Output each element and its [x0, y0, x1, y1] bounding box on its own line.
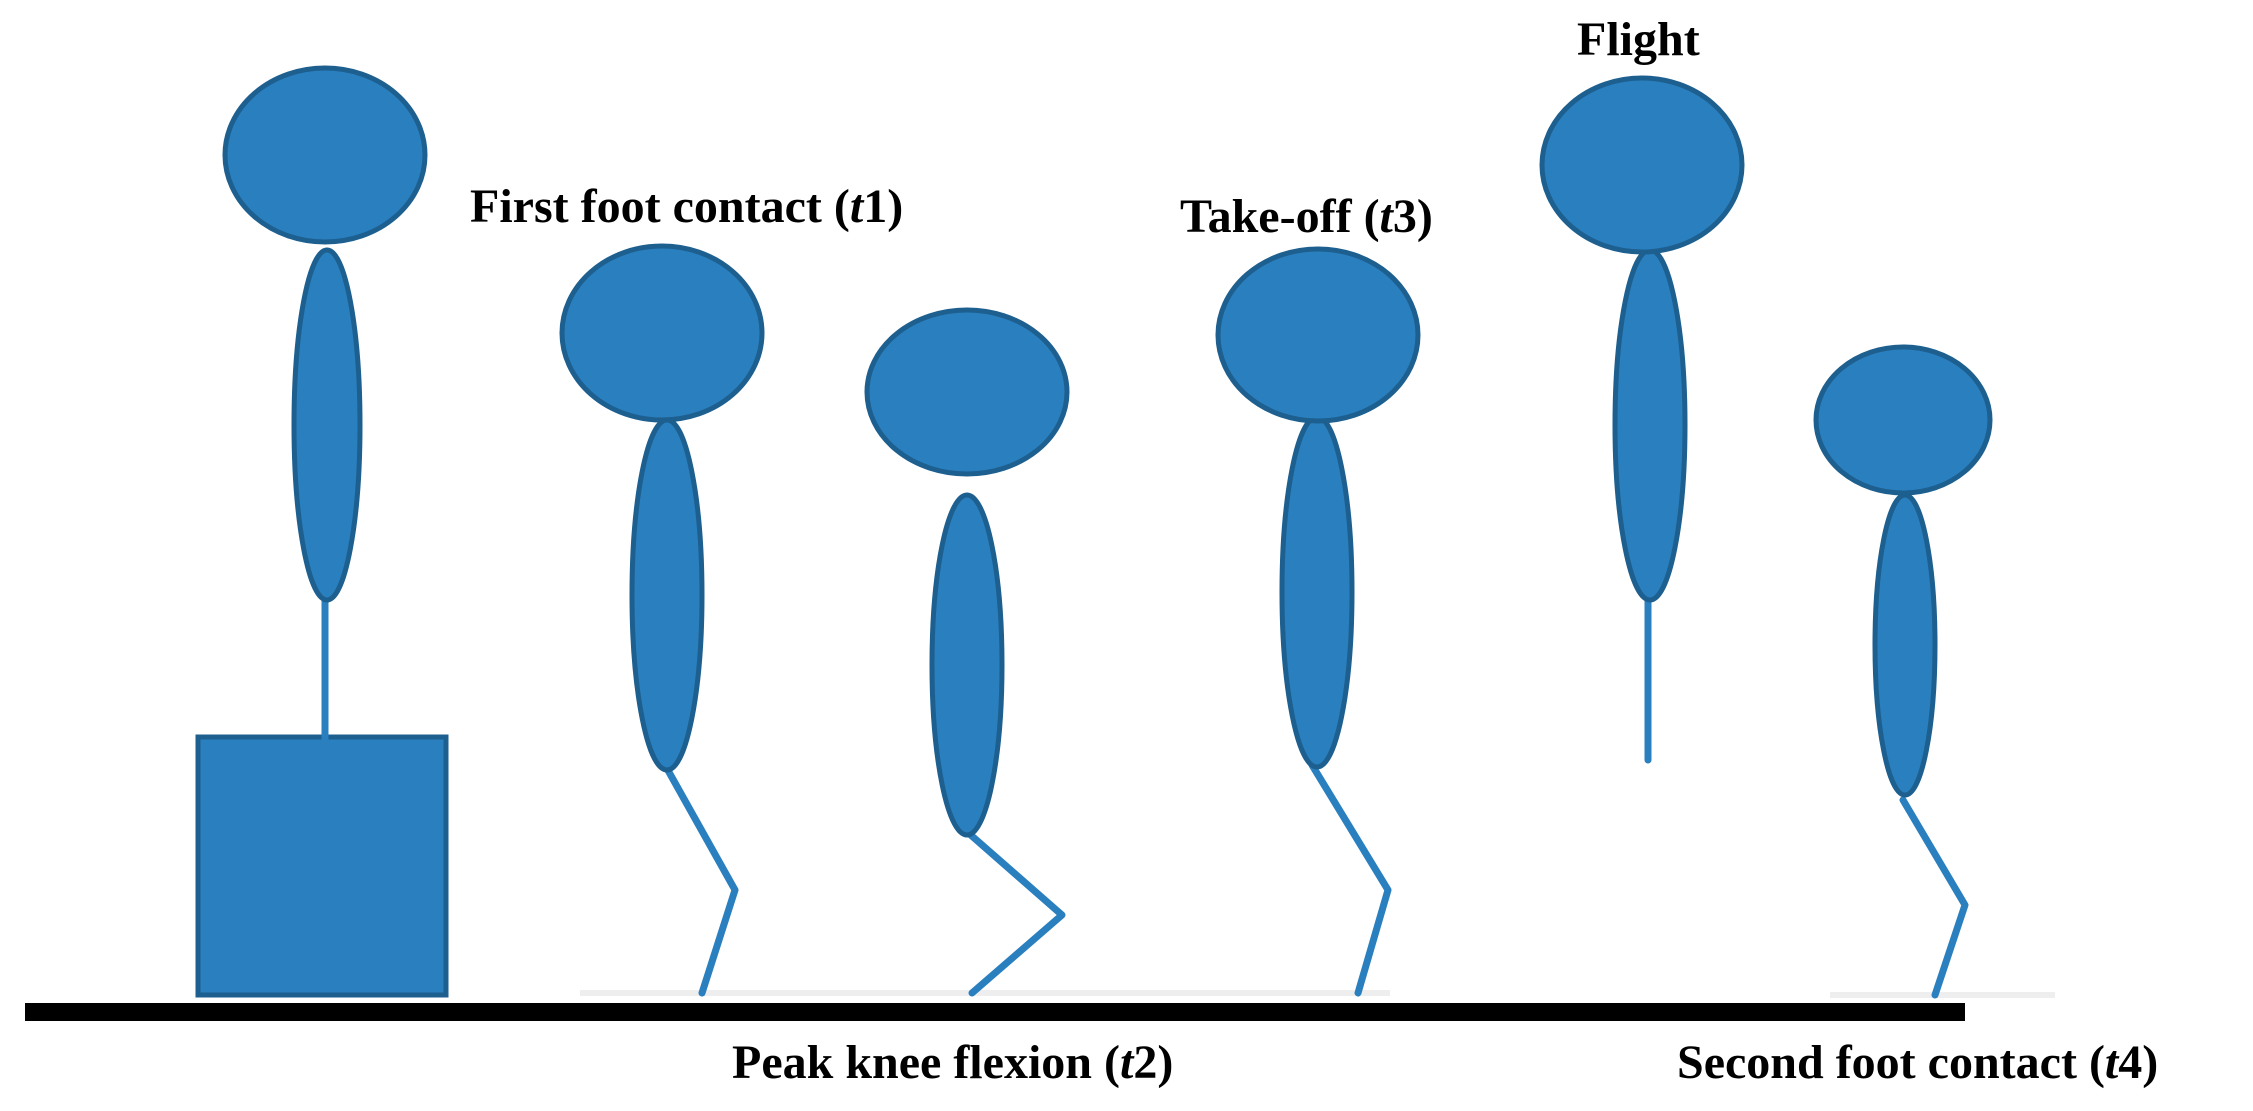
figure-flight — [1539, 75, 1745, 764]
figure-head — [1813, 344, 1993, 496]
figure-peak-flexion — [864, 307, 1070, 997]
figure-torso — [291, 247, 363, 603]
figure-on-box — [195, 65, 449, 998]
figure-takeoff — [1215, 246, 1421, 997]
label-peak-flexion: Peak knee flexion (t2) — [732, 1036, 1173, 1089]
figure-torso — [1872, 492, 1938, 798]
figure-first-contact — [559, 243, 765, 997]
ground-line — [25, 1003, 1965, 1021]
label-flight: Flight — [1577, 13, 1700, 66]
figure-torso — [629, 417, 705, 773]
ground-shadow — [1830, 992, 2055, 998]
label-first-contact: First foot contact (t1) — [470, 180, 903, 233]
figure-torso — [1612, 247, 1688, 603]
figure-leg — [961, 826, 1066, 997]
figure-head — [222, 65, 428, 245]
figure-head — [1539, 75, 1745, 255]
figure-torso — [929, 492, 1005, 838]
figure-head — [1215, 246, 1421, 424]
figure-head — [864, 307, 1070, 477]
label-second-contact: Second foot contact (t4) — [1677, 1036, 2158, 1089]
figure-leg — [661, 761, 739, 997]
figure-leg — [1308, 761, 1392, 997]
figure-head — [559, 243, 765, 423]
label-takeoff: Take-off (t3) — [1180, 190, 1433, 243]
figure-leg — [1899, 796, 1969, 999]
ground-shadow — [580, 990, 1390, 996]
drop-box — [195, 734, 449, 998]
figure-torso — [1279, 414, 1355, 770]
figure-second-contact — [1813, 344, 1993, 999]
